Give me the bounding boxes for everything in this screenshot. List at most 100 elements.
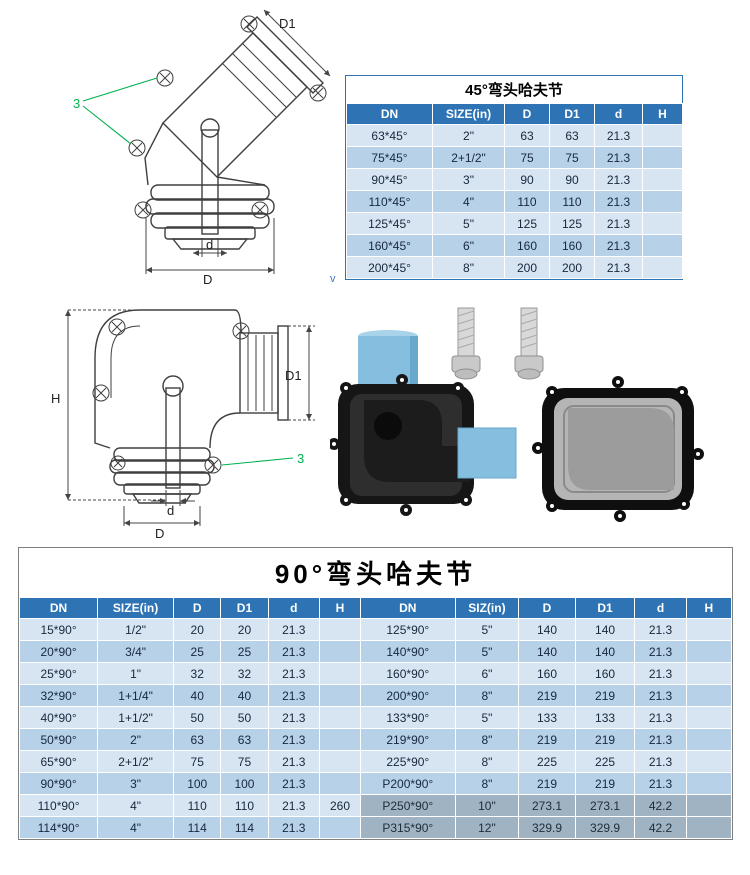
45-elbow-drawing: D1 d D 3: [73, 9, 331, 287]
callout-3-label: 3: [297, 451, 304, 466]
table-cell: P200*90°: [360, 772, 456, 795]
table-cell: 100: [173, 772, 222, 795]
table-cell: 125*45°: [346, 212, 433, 235]
callout-3-label: 3: [73, 96, 80, 111]
column-header: D: [504, 103, 550, 125]
table-cell: 6": [454, 662, 520, 685]
table-cell: 200*90°: [360, 684, 456, 707]
column-header: d: [267, 597, 320, 619]
table-cell: 160: [504, 234, 550, 257]
table-cell: 75: [220, 750, 269, 773]
dim-label-h: H: [51, 391, 60, 406]
table-cell: 219: [518, 728, 576, 751]
90-elbow-drawing: H D1 d D 3: [51, 309, 315, 541]
table-cell: 329.9: [574, 816, 636, 839]
table-cell: [318, 684, 362, 707]
table-cell: 219: [574, 684, 636, 707]
table-cell: 125: [549, 212, 595, 235]
table-cell: 219*90°: [360, 728, 456, 751]
table-cell: 273.1: [574, 794, 636, 817]
table-cell: 140: [574, 640, 636, 663]
table-cell: 21.3: [594, 190, 643, 213]
dim-label-D: D: [155, 526, 164, 541]
table-cell: 200: [504, 256, 550, 279]
table-cell: 12": [454, 816, 520, 839]
table-cell: 20: [173, 618, 222, 641]
elbow-product-photo: [330, 330, 517, 516]
table-cell: P315*90°: [360, 816, 456, 839]
table-cell: [642, 124, 683, 147]
table-cell: 50: [173, 706, 222, 729]
table-cell: 25*90°: [18, 662, 99, 685]
table-cell: 75: [173, 750, 222, 773]
table-cell: 1/2": [97, 618, 175, 641]
dim-label-D: D: [203, 272, 212, 287]
table-cell: 21.3: [594, 256, 643, 279]
dim-label-d: d: [206, 237, 213, 252]
table-cell: 10": [454, 794, 520, 817]
table-cell: [685, 816, 733, 839]
table-cell: 63: [220, 728, 269, 751]
table-cell: 75: [549, 146, 595, 169]
table-cell: 21.3: [267, 662, 320, 685]
table-cell: 20*90°: [18, 640, 99, 663]
table-cell: 21.3: [267, 794, 320, 817]
column-header: H: [685, 597, 733, 619]
table-cell: 63: [549, 124, 595, 147]
table-cell: [685, 640, 733, 663]
table-cell: 4": [432, 190, 505, 213]
half-shell-product-photo: [532, 376, 704, 522]
table-cell: [318, 640, 362, 663]
table-cell: [318, 618, 362, 641]
column-header: H: [642, 103, 683, 125]
table-cell: 42.2: [634, 816, 687, 839]
table-cell: 90*90°: [18, 772, 99, 795]
table-cell: 1": [97, 662, 175, 685]
product-photos: [330, 307, 704, 522]
table-cell: 75: [504, 146, 550, 169]
table-cell: 125: [504, 212, 550, 235]
table-cell: 21.3: [267, 684, 320, 707]
table-cell: 21.3: [634, 640, 687, 663]
table-cell: [318, 816, 362, 839]
table-cell: [318, 728, 362, 751]
bolt-image: [451, 307, 481, 380]
table-cell: 90: [549, 168, 595, 191]
column-header: DN: [18, 597, 99, 619]
table-cell: 25: [173, 640, 222, 663]
table-cell: [685, 750, 733, 773]
table-cell: 260: [318, 794, 362, 817]
table-cell: 21.3: [594, 234, 643, 257]
table-cell: [642, 146, 683, 169]
table-cell: 6": [432, 234, 505, 257]
table-cell: 133: [518, 706, 576, 729]
table-cell: 65*90°: [18, 750, 99, 773]
stray-v-mark: v: [330, 273, 336, 285]
column-header: H: [318, 597, 362, 619]
table-cell: 50*90°: [18, 728, 99, 751]
table-cell: 110*90°: [18, 794, 99, 817]
column-header: D1: [220, 597, 269, 619]
table-cell: 32*90°: [18, 684, 99, 707]
table-cell: 219: [574, 772, 636, 795]
table-cell: 21.3: [634, 706, 687, 729]
table-cell: 133*90°: [360, 706, 456, 729]
table-cell: 32: [220, 662, 269, 685]
table-cell: [685, 684, 733, 707]
table-cell: 32: [173, 662, 222, 685]
table-cell: [685, 728, 733, 751]
table-cell: 100: [220, 772, 269, 795]
column-header: SIZ(in): [454, 597, 520, 619]
